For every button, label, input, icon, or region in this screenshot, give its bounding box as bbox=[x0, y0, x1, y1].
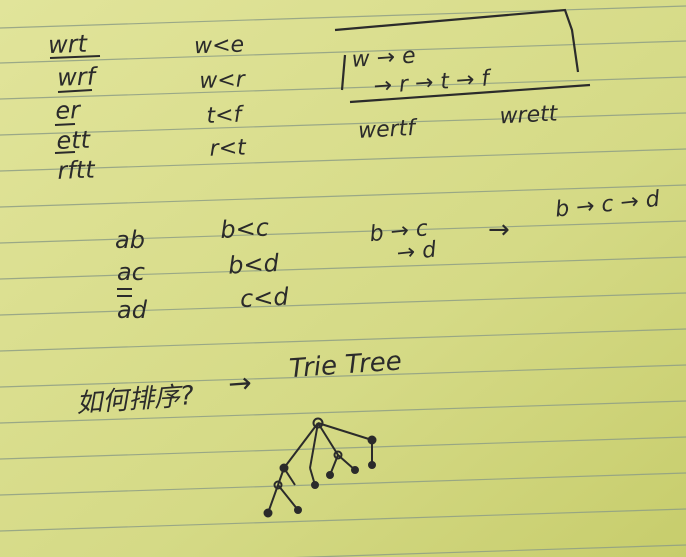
tree-node bbox=[368, 461, 376, 469]
relation-bd: b<d bbox=[228, 249, 281, 280]
tree-node bbox=[263, 508, 273, 518]
tree-node bbox=[367, 435, 377, 445]
ruled-lines bbox=[0, 5, 686, 557]
word-1: wrt bbox=[48, 30, 89, 59]
tree-node bbox=[326, 471, 334, 479]
word-4: ett bbox=[56, 126, 92, 155]
block2-underlines bbox=[117, 288, 132, 297]
block2-relations: b<c b<d c<d bbox=[220, 214, 290, 314]
block2-word-list: ab ac ad bbox=[115, 226, 148, 324]
block1-relations: w<e w<r t<f r<t bbox=[194, 32, 248, 161]
block1-results: wertf wrett bbox=[358, 101, 560, 144]
word-ab: ab bbox=[115, 226, 145, 254]
graph-bc: b → c bbox=[368, 216, 429, 247]
tree-node bbox=[273, 480, 283, 490]
relation-2: w<r bbox=[199, 67, 247, 94]
relation-cd: c<d bbox=[239, 283, 290, 314]
edge bbox=[283, 422, 319, 469]
block1-graph: w → e → r → t → f bbox=[351, 43, 493, 99]
tree-node bbox=[294, 506, 302, 514]
edge bbox=[309, 422, 319, 469]
tree-node bbox=[333, 450, 343, 460]
edge bbox=[317, 422, 339, 456]
relation-3: t<f bbox=[206, 103, 245, 129]
tree-node bbox=[279, 463, 289, 473]
relation-4: r<t bbox=[209, 135, 247, 161]
result-1: wertf bbox=[358, 116, 419, 144]
relation-bc: b<c bbox=[220, 214, 270, 245]
word-ac: ac bbox=[117, 258, 145, 286]
word-5: rftt bbox=[57, 155, 97, 184]
block2-arrow: → bbox=[488, 215, 510, 245]
word-2: wrf bbox=[57, 62, 99, 91]
word-3: er bbox=[55, 96, 83, 125]
graph-top-path: w → e bbox=[351, 43, 417, 72]
edge bbox=[317, 422, 373, 441]
block1-graph-box bbox=[334, 8, 591, 104]
question-arrow: → bbox=[227, 366, 253, 401]
tree-node bbox=[351, 466, 359, 474]
result-2: wrett bbox=[499, 101, 559, 129]
block1-word-list: wrt wrf er ett rftt bbox=[48, 30, 100, 185]
relation-1: w<e bbox=[194, 32, 245, 59]
block1-underlines bbox=[49, 55, 101, 154]
word-ad: ad bbox=[117, 296, 148, 324]
trie-tree-diagram bbox=[263, 417, 377, 518]
block2-graph: b → c → d bbox=[368, 216, 439, 266]
tree-node bbox=[311, 481, 319, 489]
edge bbox=[267, 484, 279, 514]
edge bbox=[277, 484, 299, 511]
graph-to-d: → d bbox=[396, 237, 439, 266]
root-node bbox=[312, 417, 324, 429]
